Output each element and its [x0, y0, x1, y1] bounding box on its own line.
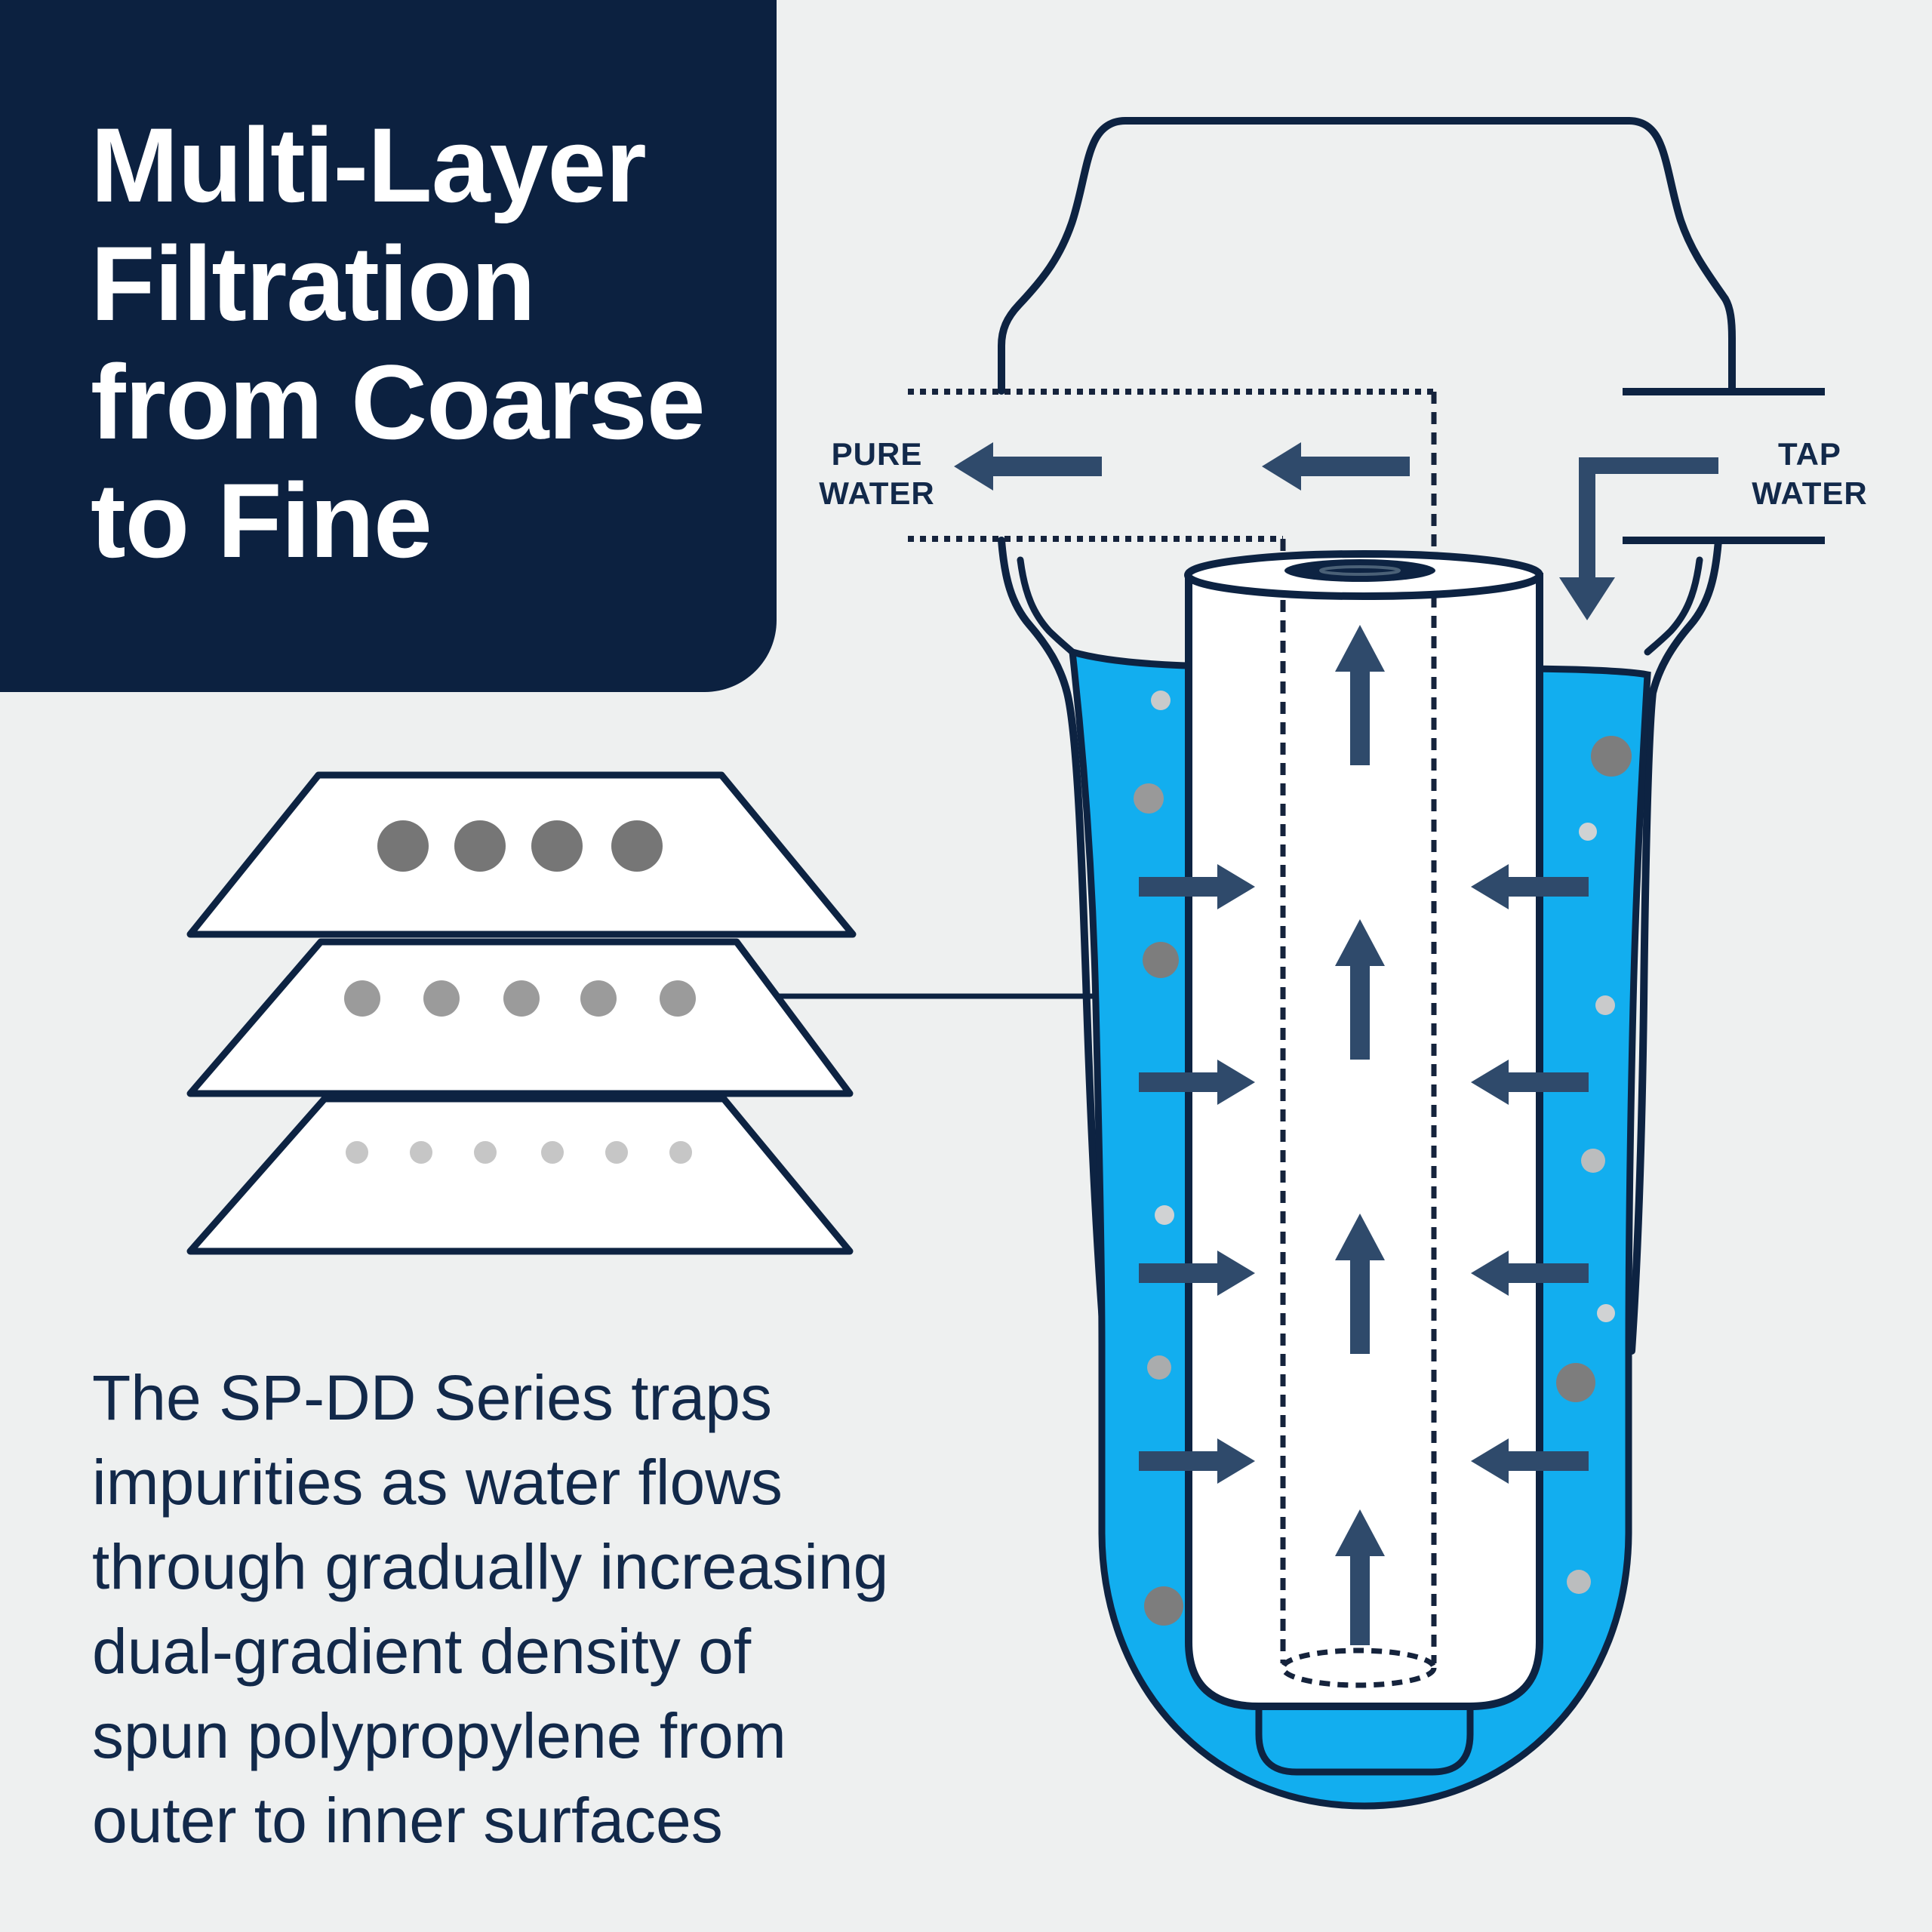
left-inflow-arrow-4-icon	[1139, 1438, 1255, 1484]
description-line-1: The SP-DD Series traps	[92, 1362, 772, 1433]
filter-layer-coarse	[186, 771, 857, 938]
left-shoulder-outer-line	[998, 537, 1109, 1355]
tap-water-label-line-2: WATER	[1752, 475, 1868, 511]
filter-cartridge-body	[1185, 573, 1543, 1710]
filter-layer-medium	[186, 938, 854, 1097]
pure-water-label: PURE WATER	[726, 435, 1028, 513]
description-line-5: spun polypropylene from	[92, 1700, 786, 1771]
right-shoulder-outer-line	[1628, 537, 1722, 1355]
description-line-3: through gradually increasing	[92, 1531, 889, 1602]
core-up-arrow-3-icon	[1335, 1214, 1385, 1354]
left-inflow-arrow-1-icon	[1139, 864, 1255, 909]
title-line-2: Filtration	[91, 224, 536, 343]
flow-arrows	[954, 442, 1718, 1645]
left-shoulder-inner-line	[1017, 556, 1076, 656]
cartridge-core-hole	[1284, 559, 1435, 582]
fine-particle-dots	[346, 1141, 692, 1164]
medium-particle-dots	[344, 980, 696, 1017]
core-up-arrow-4-icon	[1335, 1509, 1385, 1645]
description-text: The SP-DD Series traps impurities as wat…	[92, 1355, 1269, 1863]
left-inflow-arrow-2-icon	[1139, 1060, 1255, 1105]
tap-water-label-line-1: TAP	[1778, 436, 1841, 472]
core-up-arrow-1-icon	[1335, 625, 1385, 765]
core-hole-rim	[1319, 565, 1401, 576]
coarse-particle-dots	[377, 820, 663, 872]
core-up-arrow-2-icon	[1335, 919, 1385, 1060]
pure-water-label-line-1: PURE	[831, 436, 923, 472]
description-line-4: dual-gradient density of	[92, 1616, 752, 1687]
page-title: Multi-Layer Filtration from Coarse to Fi…	[91, 106, 740, 580]
right-inflow-arrow-4-icon	[1471, 1438, 1589, 1484]
title-panel	[0, 0, 777, 692]
tap-water-elbow-arrow-icon	[1559, 457, 1718, 620]
right-inflow-arrow-2-icon	[1471, 1060, 1589, 1105]
housing-cap-outline	[998, 117, 1736, 395]
tap-water-label: TAP WATER	[1659, 435, 1932, 513]
title-line-4: to Fine	[91, 461, 432, 580]
core-bottom-dashed-ellipse	[1280, 1647, 1437, 1688]
pure-water-arrow-outer-icon	[954, 442, 1102, 491]
cartridge-end-cap	[1255, 1696, 1474, 1776]
right-inflow-arrow-3-icon	[1471, 1251, 1589, 1296]
right-inflow-arrow-1-icon	[1471, 864, 1589, 909]
impurity-dots	[1134, 691, 1632, 1626]
pure-water-label-line-2: WATER	[819, 475, 935, 511]
description-line-2: impurities as water flows	[92, 1447, 783, 1518]
title-line-3: from Coarse	[91, 343, 706, 461]
pure-water-arrow-inner-icon	[1262, 442, 1410, 491]
title-line-1: Multi-Layer	[91, 106, 647, 224]
left-inflow-arrow-3-icon	[1139, 1251, 1255, 1296]
right-shoulder-inner-line	[1644, 556, 1703, 656]
filter-layers-group	[186, 771, 857, 1255]
filter-layer-fine	[186, 1095, 854, 1255]
description-line-6: outer to inner surfaces	[92, 1785, 723, 1856]
